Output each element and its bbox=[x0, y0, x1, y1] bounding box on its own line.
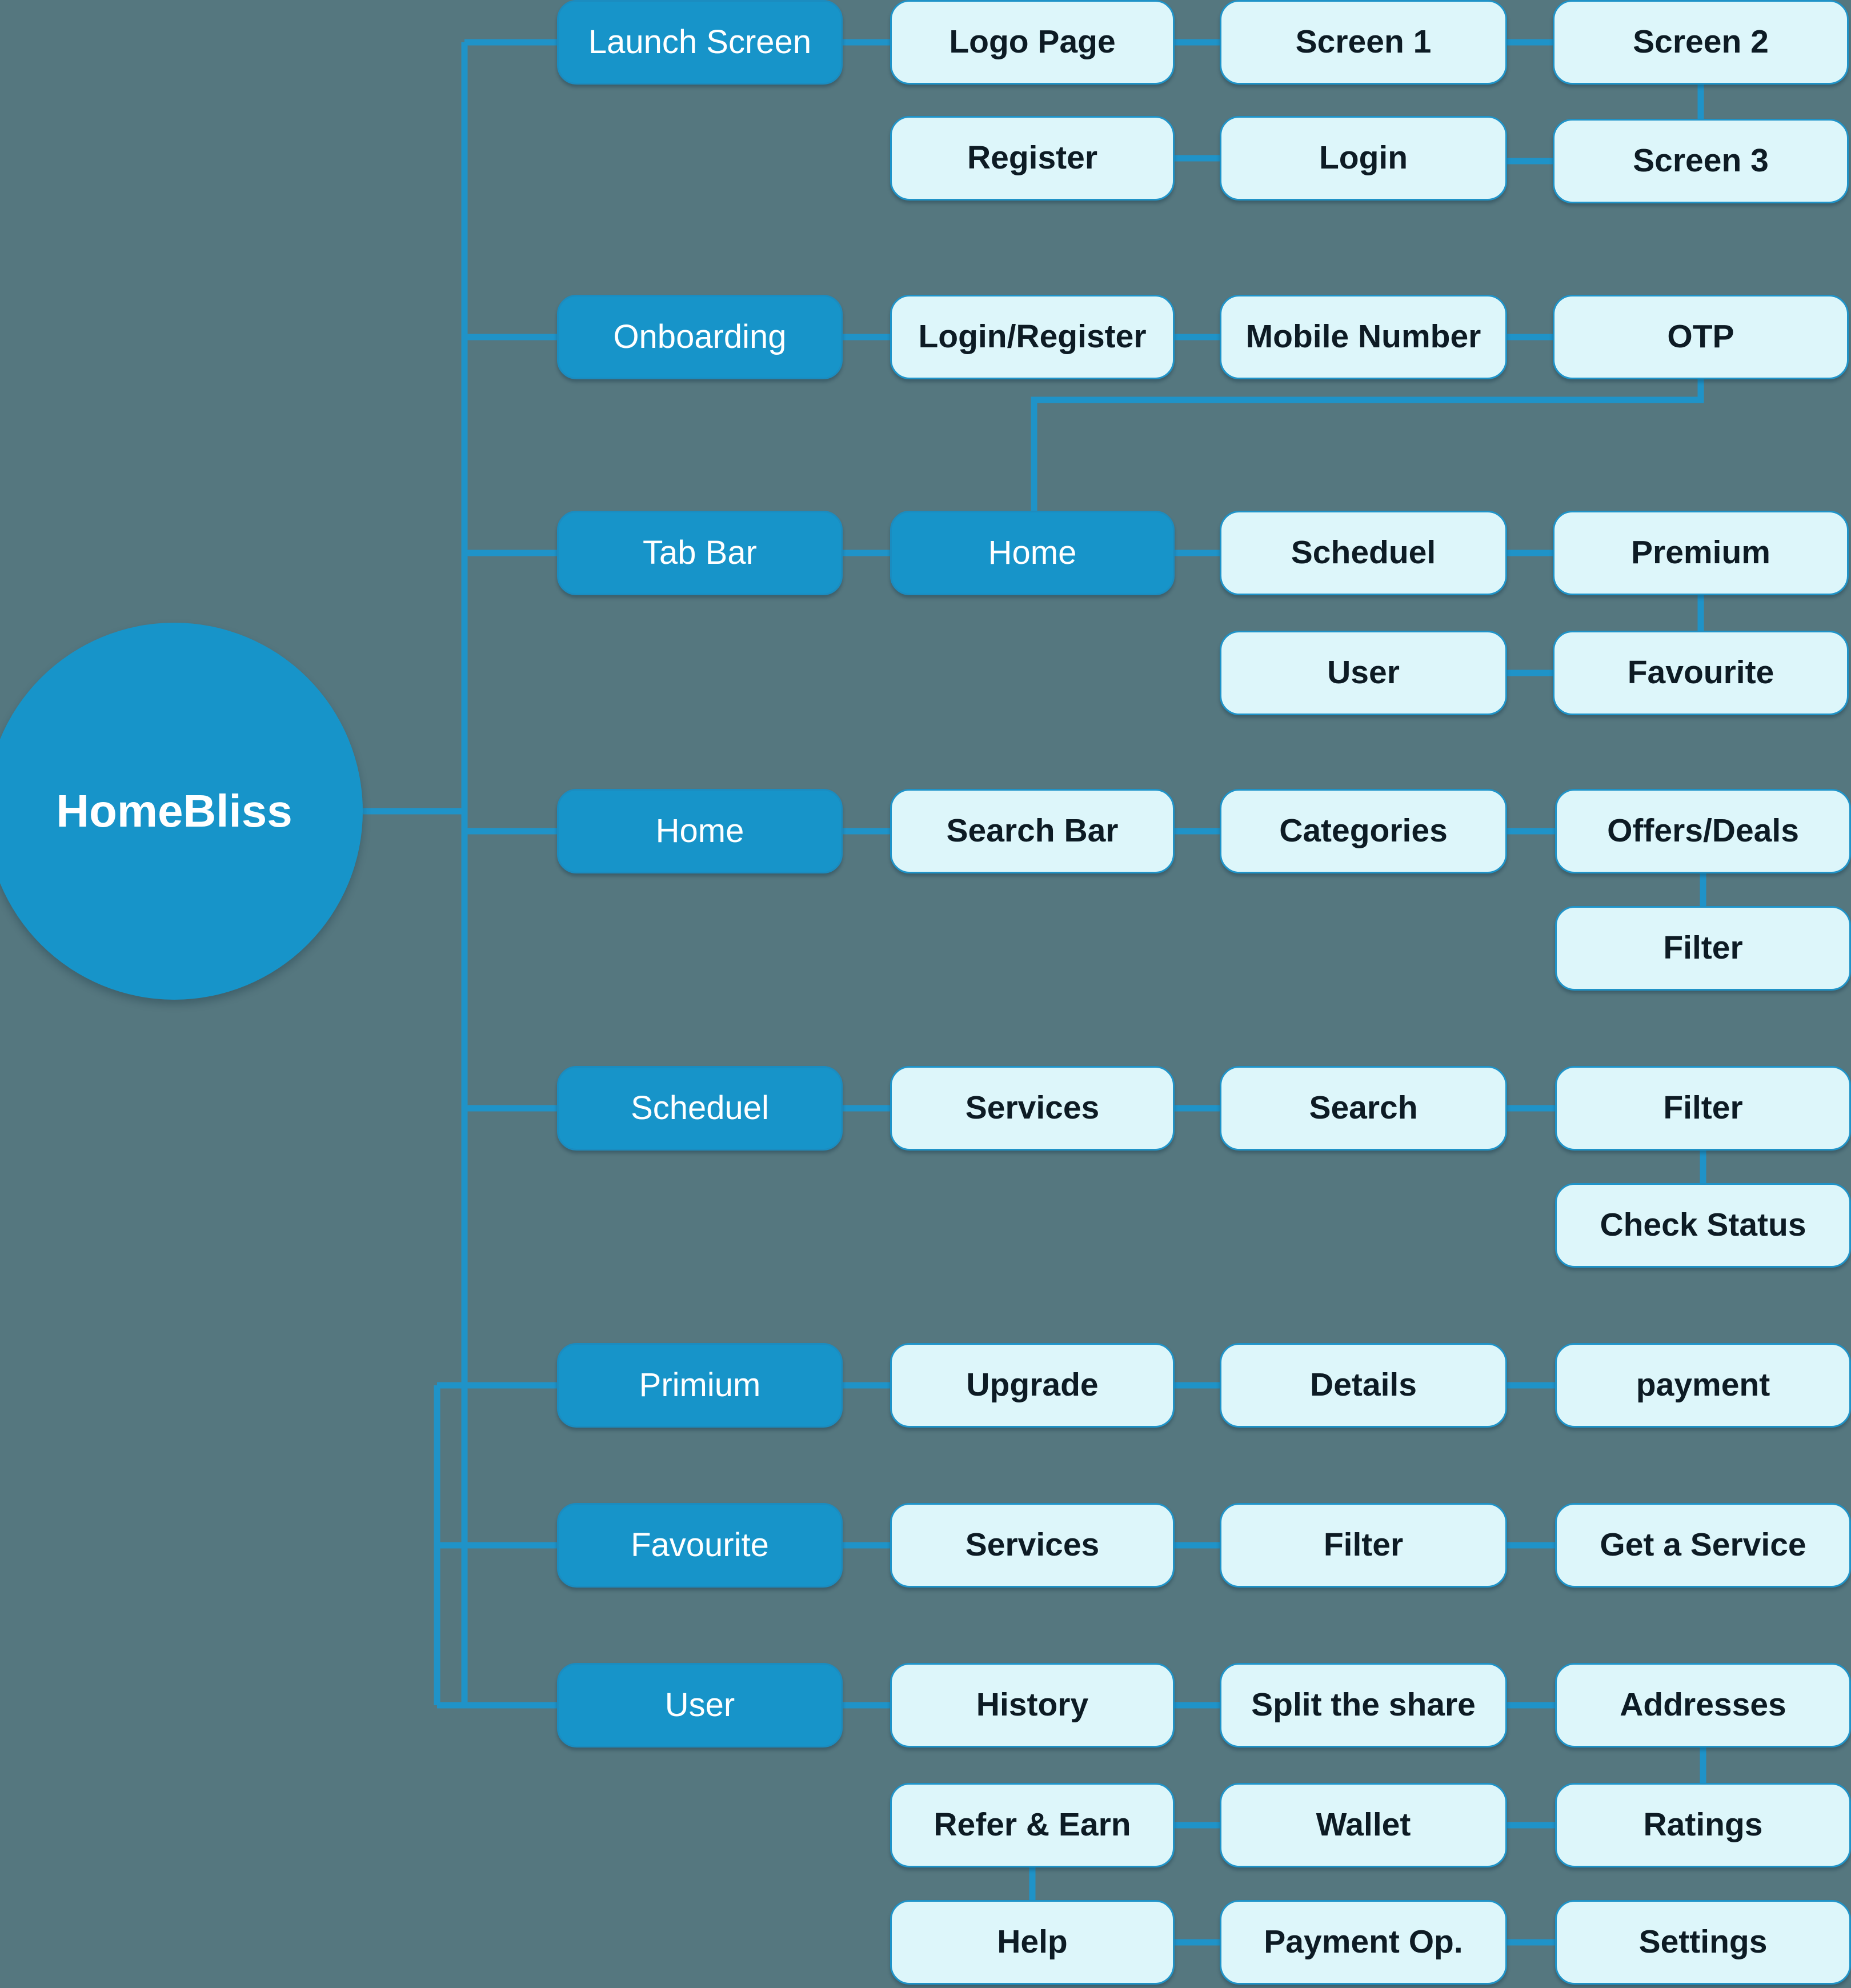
node-label: Login/Register bbox=[918, 318, 1147, 355]
node-label: Favourite bbox=[1627, 654, 1774, 691]
node-offers_deals[interactable]: Offers/Deals bbox=[1555, 789, 1851, 873]
node-tab_premium[interactable]: Premium bbox=[1553, 511, 1849, 595]
node-label: Primium bbox=[639, 1366, 761, 1404]
node-label: Home bbox=[988, 534, 1077, 571]
node-label: Search Bar bbox=[946, 812, 1119, 849]
node-label: Filter bbox=[1323, 1526, 1404, 1564]
node-logo_page[interactable]: Logo Page bbox=[890, 0, 1175, 85]
node-screen_3[interactable]: Screen 3 bbox=[1553, 119, 1849, 203]
node-get_a_service[interactable]: Get a Service bbox=[1555, 1503, 1851, 1588]
node-payment_op[interactable]: Payment Op. bbox=[1220, 1900, 1507, 1985]
node-login[interactable]: Login bbox=[1220, 116, 1507, 201]
node-tab_favourite[interactable]: Favourite bbox=[1553, 631, 1849, 715]
node-label: Home bbox=[655, 812, 744, 849]
node-label: Wallet bbox=[1316, 1806, 1411, 1843]
node-fav_filter[interactable]: Filter bbox=[1220, 1503, 1507, 1588]
node-upgrade[interactable]: Upgrade bbox=[890, 1343, 1175, 1428]
node-label: Settings bbox=[1638, 1923, 1768, 1961]
node-label: Screen 2 bbox=[1633, 23, 1769, 61]
node-settings[interactable]: Settings bbox=[1555, 1900, 1851, 1985]
node-label: User bbox=[1327, 654, 1400, 691]
node-label: Offers/Deals bbox=[1607, 812, 1799, 849]
node-ratings[interactable]: Ratings bbox=[1555, 1783, 1851, 1867]
node-label: Ratings bbox=[1643, 1806, 1763, 1843]
node-label: User bbox=[664, 1686, 735, 1724]
node-label: Services bbox=[965, 1526, 1100, 1564]
node-favourite[interactable]: Favourite bbox=[557, 1503, 843, 1588]
node-label: Categories bbox=[1279, 812, 1448, 849]
node-payment[interactable]: payment bbox=[1555, 1343, 1851, 1428]
node-register[interactable]: Register bbox=[890, 116, 1175, 201]
node-label: Screen 1 bbox=[1295, 23, 1432, 61]
node-mobile_number[interactable]: Mobile Number bbox=[1220, 295, 1507, 379]
node-primium[interactable]: Primium bbox=[557, 1343, 843, 1428]
node-label: Search bbox=[1309, 1089, 1418, 1127]
node-tab_user[interactable]: User bbox=[1220, 631, 1507, 715]
node-label: Check Status bbox=[1600, 1207, 1806, 1244]
node-help[interactable]: Help bbox=[890, 1900, 1175, 1985]
node-label: Tab Bar bbox=[643, 534, 757, 571]
node-tab_bar[interactable]: Tab Bar bbox=[557, 511, 843, 595]
edge-otp-tabhome bbox=[1031, 379, 1704, 511]
node-addresses[interactable]: Addresses bbox=[1555, 1663, 1851, 1747]
node-label: Mobile Number bbox=[1245, 318, 1481, 355]
node-label: History bbox=[976, 1686, 1089, 1724]
node-split_share[interactable]: Split the share bbox=[1220, 1663, 1507, 1747]
node-label: Launch Screen bbox=[588, 23, 812, 61]
node-otp[interactable]: OTP bbox=[1553, 295, 1849, 379]
node-label: Logo Page bbox=[949, 23, 1116, 61]
node-label: Register bbox=[967, 139, 1098, 177]
node-label: Refer & Earn bbox=[933, 1806, 1131, 1843]
node-label: Addresses bbox=[1620, 1686, 1786, 1724]
node-user[interactable]: User bbox=[557, 1663, 843, 1747]
node-login_register[interactable]: Login/Register bbox=[890, 295, 1175, 379]
node-label: Payment Op. bbox=[1264, 1923, 1463, 1961]
node-label: Services bbox=[965, 1089, 1100, 1127]
node-screen_2[interactable]: Screen 2 bbox=[1553, 0, 1849, 85]
node-label: Split the share bbox=[1251, 1686, 1476, 1724]
node-home[interactable]: Home bbox=[557, 789, 843, 873]
root-node-label: HomeBliss bbox=[56, 785, 293, 836]
node-label: Screen 3 bbox=[1633, 142, 1769, 179]
node-label: OTP bbox=[1667, 318, 1734, 355]
node-refer_earn[interactable]: Refer & Earn bbox=[890, 1783, 1175, 1867]
node-label: Onboarding bbox=[613, 318, 787, 355]
node-screen_1[interactable]: Screen 1 bbox=[1220, 0, 1507, 85]
node-label: Scheduel bbox=[631, 1089, 769, 1127]
node-wallet[interactable]: Wallet bbox=[1220, 1783, 1507, 1867]
node-label: Favourite bbox=[631, 1526, 769, 1564]
node-label: Get a Service bbox=[1600, 1526, 1806, 1564]
node-label: Premium bbox=[1631, 534, 1770, 571]
node-check_status[interactable]: Check Status bbox=[1555, 1183, 1851, 1268]
root-node-homebliss[interactable]: HomeBliss bbox=[0, 623, 363, 1000]
node-launch_screen[interactable]: Launch Screen bbox=[557, 0, 843, 85]
node-label: Scheduel bbox=[1291, 534, 1436, 571]
node-label: Login bbox=[1319, 139, 1408, 177]
node-label: Help bbox=[997, 1923, 1068, 1961]
node-fav_services[interactable]: Services bbox=[890, 1503, 1175, 1588]
node-search_bar[interactable]: Search Bar bbox=[890, 789, 1175, 873]
node-categories[interactable]: Categories bbox=[1220, 789, 1507, 873]
node-onboarding[interactable]: Onboarding bbox=[557, 295, 843, 379]
node-sch_search[interactable]: Search bbox=[1220, 1066, 1507, 1151]
node-label: Details bbox=[1310, 1366, 1417, 1404]
node-sch_services[interactable]: Services bbox=[890, 1066, 1175, 1151]
node-label: payment bbox=[1636, 1366, 1770, 1404]
node-scheduel[interactable]: Scheduel bbox=[557, 1066, 843, 1151]
node-home_filter[interactable]: Filter bbox=[1555, 906, 1851, 991]
node-history[interactable]: History bbox=[890, 1663, 1175, 1747]
node-details[interactable]: Details bbox=[1220, 1343, 1507, 1428]
node-label: Filter bbox=[1663, 929, 1743, 967]
node-label: Filter bbox=[1663, 1089, 1743, 1127]
node-label: Upgrade bbox=[966, 1366, 1099, 1404]
node-sch_filter[interactable]: Filter bbox=[1555, 1066, 1851, 1151]
node-tab_home[interactable]: Home bbox=[890, 511, 1175, 595]
node-tab_scheduel[interactable]: Scheduel bbox=[1220, 511, 1507, 595]
